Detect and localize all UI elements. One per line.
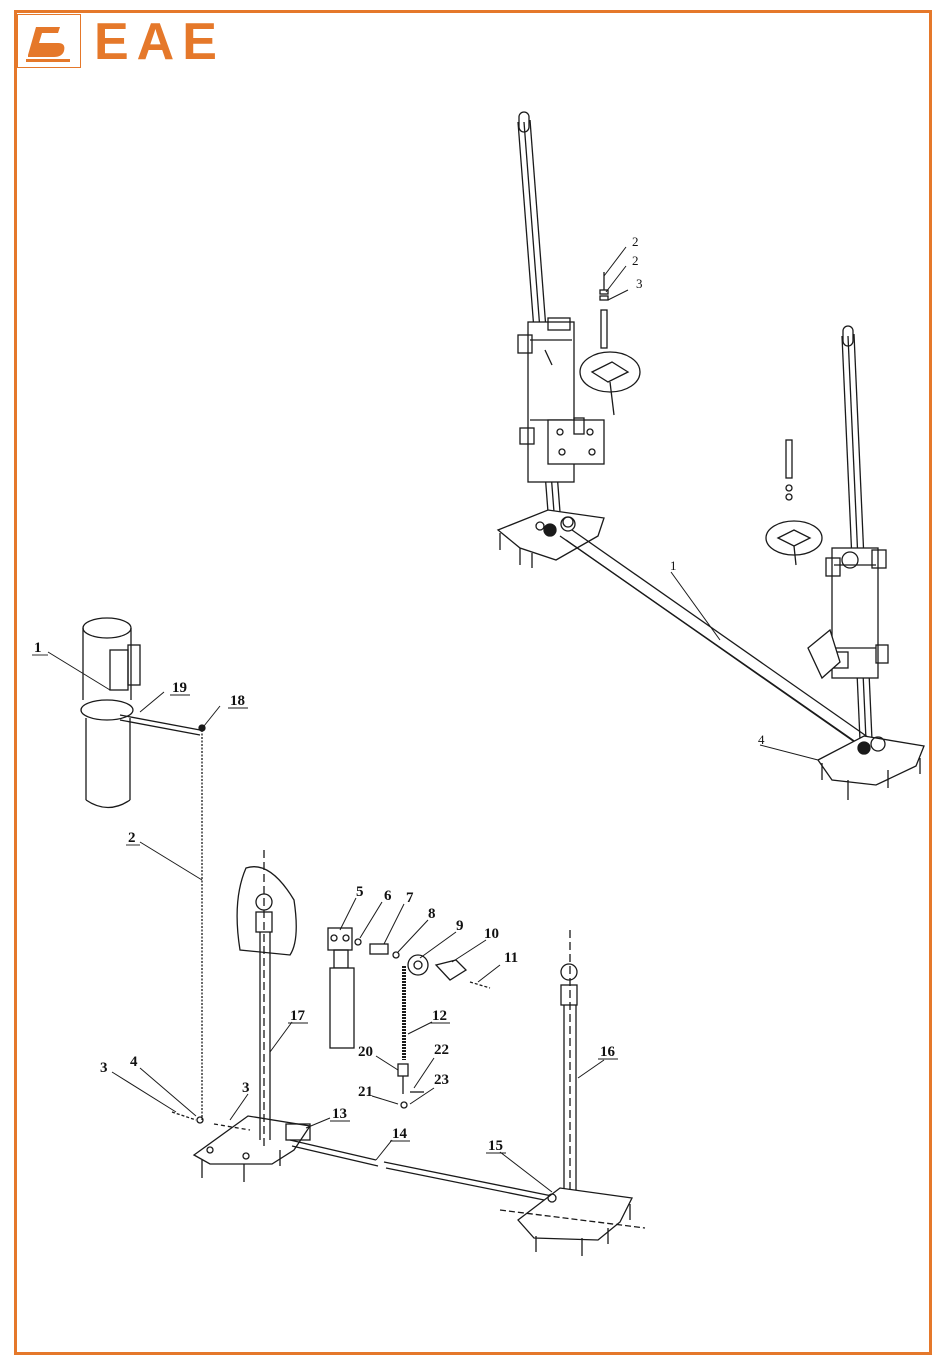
label-underlines (32, 655, 618, 1153)
ref-11: 11 (504, 950, 518, 966)
left-base-plate-lower (194, 1116, 310, 1182)
right-leaders (604, 247, 818, 760)
ref-16: 16 (600, 1044, 616, 1060)
motor-pump-unit (81, 618, 140, 808)
ref-7: 7 (406, 890, 414, 906)
ref-3a: 3 (636, 276, 643, 291)
ref-4-base: 4 (758, 732, 765, 747)
ref-3-base: 3 (242, 1080, 250, 1096)
ref-13: 13 (332, 1106, 347, 1122)
ref-2-cable: 2 (128, 830, 136, 846)
ref-21: 21 (358, 1084, 373, 1100)
left-leaders (48, 652, 604, 1192)
ref-3-left: 3 (100, 1060, 108, 1076)
ref-5: 5 (356, 884, 364, 900)
ref-22: 22 (434, 1042, 449, 1058)
ref-10: 10 (484, 926, 499, 942)
anchor-bolt-upper (580, 272, 640, 415)
ref-8: 8 (428, 906, 436, 922)
ref-9: 9 (456, 918, 464, 934)
ref-6: 6 (384, 888, 392, 904)
ref-20: 20 (358, 1044, 373, 1060)
ref-19: 19 (172, 680, 187, 696)
column-17 (237, 850, 296, 1150)
bottom-lift-assembly (81, 618, 645, 1256)
ref-1-crossbar: 1 (670, 558, 677, 573)
ref-4-left: 4 (130, 1054, 138, 1070)
ref-15: 15 (488, 1138, 503, 1154)
ref-2b: 2 (632, 253, 639, 268)
left-base-plate (498, 510, 604, 568)
cylinder-parts (328, 928, 490, 1108)
right-base-plate (818, 736, 924, 800)
ref-18: 18 (230, 693, 245, 709)
top-lift-assembly (498, 112, 924, 800)
ref-23: 23 (434, 1072, 449, 1088)
ref-2a: 2 (632, 234, 639, 249)
tie-rod (290, 1140, 554, 1202)
ref-1-motor: 1 (34, 640, 42, 656)
ref-17: 17 (290, 1008, 306, 1024)
left-post (518, 112, 604, 512)
ref-12: 12 (432, 1008, 447, 1024)
column-16 (500, 930, 645, 1256)
ref-14: 14 (392, 1126, 408, 1142)
anchor-bolt-lower (766, 440, 822, 565)
